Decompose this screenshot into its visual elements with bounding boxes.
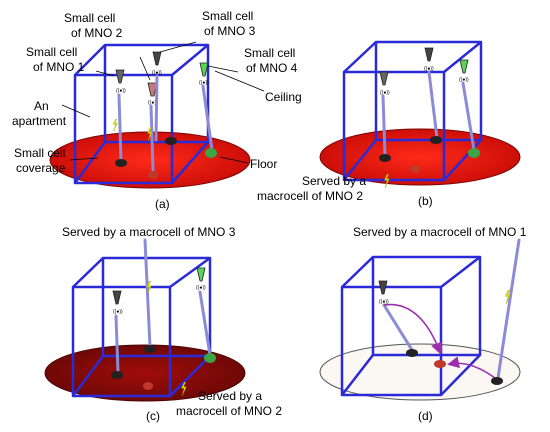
label-ceiling: Ceiling (265, 90, 302, 104)
label-coverage-2: coverage (16, 161, 66, 175)
caption-c: (c) (146, 409, 160, 423)
label-b-served-1: Served by a (302, 174, 366, 188)
svg-text:((●)): ((●)) (379, 299, 389, 305)
small-cell-mno2: ((●)) (147, 82, 158, 106)
floor-ellipse (49, 131, 251, 189)
panel-a: ((●)) ((●)) ((●)) ((●)) (12, 9, 302, 211)
svg-text:((●)): ((●)) (196, 285, 206, 291)
label-mno3-2: of MNO 3 (204, 24, 256, 38)
caption-d: (d) (418, 409, 433, 423)
label-mno4-1: Small cell (244, 46, 295, 60)
label-b-served-2: macrocell of MNO 2 (257, 189, 363, 203)
svg-text:((●)): ((●)) (152, 70, 162, 76)
svg-text:((●)): ((●)) (459, 77, 469, 83)
panel-c: ((●)) ((●)) Served by a macrocell of MNO… (44, 225, 282, 423)
devices (115, 137, 217, 179)
links (117, 74, 214, 172)
label-c-served-1: Served by a (198, 389, 262, 403)
svg-text:((●)): ((●)) (116, 88, 126, 94)
svg-text:((●)): ((●)) (380, 90, 390, 96)
label-floor: Floor (250, 157, 277, 171)
label-mno1-1: Small cell (26, 45, 77, 59)
label-mno3-1: Small cell (202, 9, 253, 23)
apartment-box (73, 43, 210, 185)
label-mno1-2: of MNO 1 (33, 60, 85, 74)
svg-text:((●)): ((●)) (148, 100, 158, 106)
panel-d: ((●)) Served by a macrocell of MNO 1 (d) (319, 225, 527, 423)
svg-text:((●)): ((●)) (199, 80, 209, 86)
label-apartment-2: apartment (12, 114, 67, 128)
svg-text:((●)): ((●)) (424, 66, 434, 72)
label-coverage-1: Small cell (14, 146, 65, 160)
label-c-served-top: Served by a macrocell of MNO 3 (62, 225, 236, 239)
label-c-served-2: macrocell of MNO 2 (176, 404, 282, 418)
label-apartment-1: An (34, 99, 49, 113)
label-d-served-top: Served by a macrocell of MNO 1 (353, 225, 527, 239)
label-mno4-2: of MNO 4 (246, 61, 298, 75)
panel-b: ((●)) ((●)) ((●)) Served by a macrocell … (257, 40, 521, 208)
small-cell-mno1: ((●)) (115, 69, 126, 94)
small-cell-mno4: ((●)) (199, 62, 209, 86)
small-cell-mno3: ((●)) (152, 51, 162, 76)
caption-b: (b) (418, 194, 433, 208)
caption-a: (a) (155, 197, 170, 211)
label-mno2-1: Small cell (64, 11, 115, 25)
label-mno2-2: of MNO 2 (71, 26, 123, 40)
svg-text:((●)): ((●)) (113, 309, 123, 315)
